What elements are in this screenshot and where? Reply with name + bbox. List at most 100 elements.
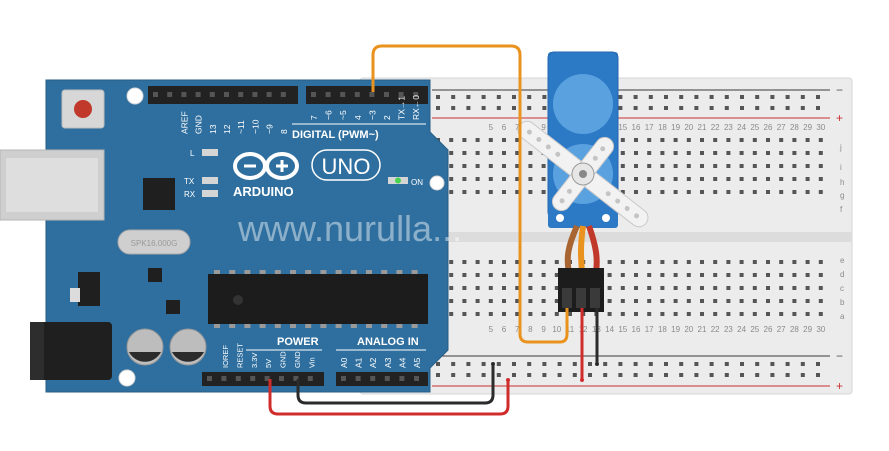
- breadboard-hole: [766, 151, 770, 155]
- rail-hole: [800, 106, 805, 110]
- header-pin[interactable]: [307, 376, 313, 381]
- pin-label: GND: [194, 115, 204, 134]
- arduino-logo-text: ARDUINO: [233, 184, 294, 199]
- column-number: 16: [632, 123, 641, 132]
- rail-hole: [466, 106, 471, 110]
- breadboard-hole: [713, 177, 718, 181]
- signal-wire: [371, 44, 569, 344]
- header-pin[interactable]: [354, 92, 360, 97]
- breadboard-hole: [752, 299, 757, 303]
- rail-hole: [512, 373, 516, 377]
- breadboard-hole: [475, 190, 480, 194]
- breadboard-hole: [752, 177, 757, 181]
- header-pin[interactable]: [207, 376, 212, 381]
- header-pin[interactable]: [370, 376, 376, 381]
- header-pin[interactable]: [195, 92, 201, 97]
- breadboard-hole: [620, 312, 625, 316]
- header-pin[interactable]: [181, 92, 187, 97]
- breadboard-hole: [673, 177, 678, 181]
- pin-label: A3: [383, 357, 393, 368]
- breadboard-hole: [752, 190, 757, 194]
- header-pin[interactable]: [311, 92, 316, 97]
- column-number: 26: [764, 123, 773, 132]
- header-pin[interactable]: [252, 92, 258, 97]
- column-number: 21: [698, 123, 707, 132]
- breadboard-hole: [475, 151, 480, 155]
- breadboard-hole: [541, 177, 546, 181]
- breadboard-hole: [686, 273, 691, 277]
- header-pin[interactable]: [238, 92, 244, 97]
- header-pin[interactable]: [153, 92, 158, 97]
- header-pin[interactable]: [221, 376, 227, 381]
- breadboard-hole: [634, 151, 638, 155]
- column-number: 10: [552, 325, 561, 334]
- header-pin[interactable]: [355, 376, 361, 381]
- rail-hole: [451, 373, 456, 377]
- breadboard-hole: [673, 164, 678, 168]
- breadboard-hole: [713, 138, 718, 142]
- pin-label: IOREF: [221, 345, 230, 368]
- rail-hole: [709, 106, 714, 110]
- breadboard-hole: [752, 138, 757, 142]
- header-pin[interactable]: [250, 376, 256, 381]
- breadboard-hole: [647, 177, 652, 181]
- header-pin[interactable]: [398, 92, 404, 97]
- header-pin[interactable]: [325, 92, 331, 97]
- breadboard-hole: [713, 299, 718, 303]
- breadboard-hole: [779, 260, 784, 264]
- breadboard-hole: [620, 164, 625, 168]
- breadboard-hole: [515, 299, 520, 303]
- mounting-hole: [429, 175, 445, 191]
- pin-label: 8: [279, 129, 289, 134]
- rail-hole: [679, 373, 684, 377]
- header-pin[interactable]: [280, 92, 286, 97]
- header-pin[interactable]: [293, 376, 299, 381]
- header-pin[interactable]: [414, 376, 419, 381]
- breadboard-hole: [673, 151, 678, 155]
- servo-motor: [517, 51, 649, 312]
- rail-hole: [800, 95, 805, 99]
- breadboard-hole: [779, 138, 784, 142]
- header-pin[interactable]: [413, 92, 419, 97]
- column-number: 15: [618, 325, 627, 334]
- breadboard-hole: [792, 177, 797, 181]
- breadboard-hole: [766, 286, 770, 290]
- breadboard-hole: [700, 177, 704, 181]
- pin-label: 4: [353, 115, 363, 120]
- header-pin[interactable]: [224, 92, 229, 97]
- breadboard-hole: [528, 299, 533, 303]
- breadboard-hole: [488, 312, 493, 316]
- rail-hole: [436, 106, 440, 110]
- breadboard-hole: [660, 312, 665, 316]
- header-pin[interactable]: [235, 376, 241, 381]
- column-number: 26: [764, 325, 773, 334]
- header-pin[interactable]: [399, 376, 405, 381]
- header-pin[interactable]: [279, 376, 284, 381]
- breadboard-hole: [475, 273, 480, 277]
- header-pin[interactable]: [384, 92, 389, 97]
- column-number: 25: [750, 123, 759, 132]
- breadboard-hole: [739, 286, 744, 290]
- mounting-hole: [118, 369, 136, 387]
- column-number: 9: [541, 123, 546, 132]
- breadboard-hole: [488, 299, 493, 303]
- led-tx: [202, 177, 218, 184]
- breadboard-hole: [462, 138, 467, 142]
- breadboard-hole: [805, 164, 810, 168]
- header-pin[interactable]: [384, 376, 390, 381]
- breadboard-hole: [462, 260, 467, 264]
- rail-hole: [618, 106, 623, 110]
- header-pin[interactable]: [341, 376, 346, 381]
- header-pin[interactable]: [266, 92, 272, 97]
- breadboard-hole: [528, 273, 533, 277]
- header-pin[interactable]: [369, 92, 375, 97]
- breadboard-hole: [475, 312, 480, 316]
- pin-label: ~10: [250, 119, 260, 134]
- header-pin[interactable]: [209, 92, 215, 97]
- header-pin[interactable]: [264, 376, 270, 381]
- digital-pwm-label: DIGITAL (PWM~): [292, 129, 379, 141]
- rail-hole: [496, 95, 501, 99]
- ground-wire: [296, 308, 599, 405]
- header-pin[interactable]: [167, 92, 173, 97]
- header-pin[interactable]: [340, 92, 346, 97]
